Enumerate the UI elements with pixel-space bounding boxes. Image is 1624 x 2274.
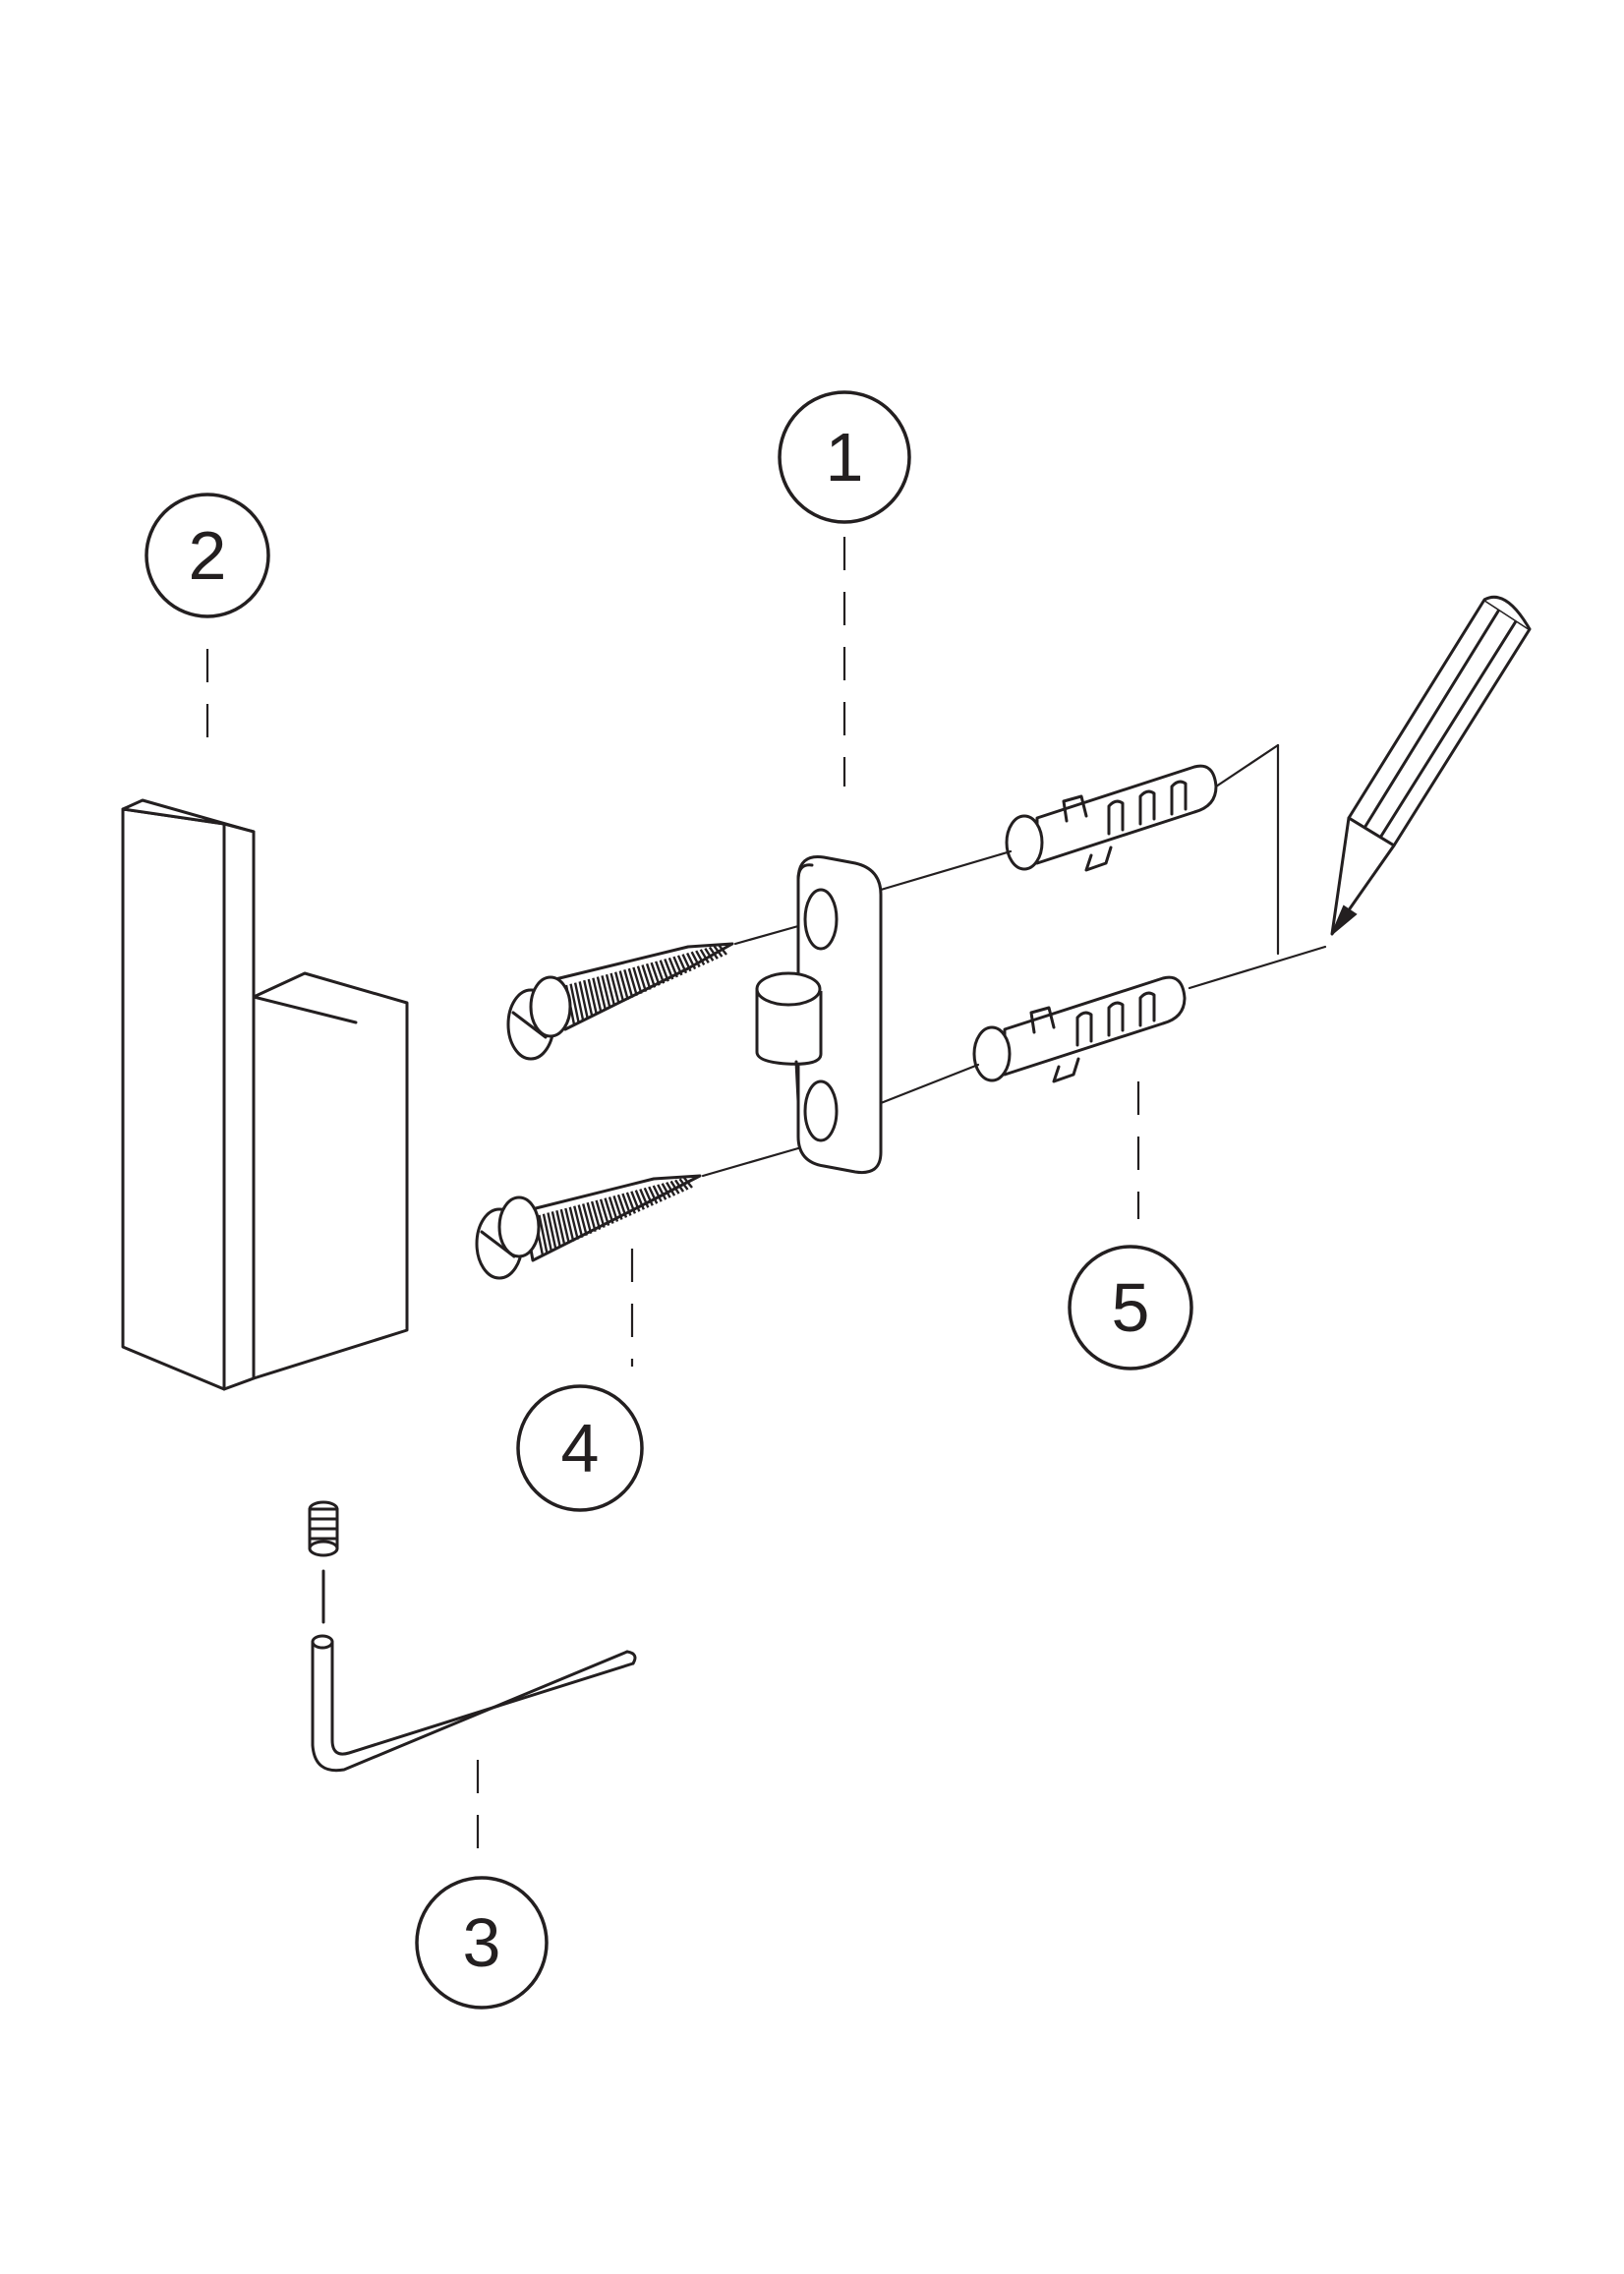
callout-5-label: 5 xyxy=(1112,1269,1150,1346)
hex-key-with-set-screw xyxy=(308,1500,637,1773)
wall-plug-lower xyxy=(972,975,1187,1083)
set-screw xyxy=(308,1500,339,1557)
wall-plug-upper xyxy=(1005,764,1218,872)
callout-5: 5 xyxy=(1068,1245,1193,1370)
mounting-bracket xyxy=(755,854,883,1175)
callout-1-label: 1 xyxy=(826,419,864,496)
leader-lines xyxy=(205,537,1140,1863)
callout-2: 2 xyxy=(145,493,270,618)
pencil-icon xyxy=(1330,595,1532,936)
towel-hook xyxy=(121,798,409,1391)
screw-upper xyxy=(506,942,734,1061)
callout-2-label: 2 xyxy=(189,517,227,594)
callout-4: 4 xyxy=(516,1384,644,1512)
alignment-lines xyxy=(701,743,1327,1178)
screw-lower xyxy=(475,1174,702,1280)
callout-3-label: 3 xyxy=(463,1904,501,1981)
callout-4-label: 4 xyxy=(561,1410,600,1487)
callout-3: 3 xyxy=(415,1876,549,2010)
callout-1: 1 xyxy=(778,390,911,524)
